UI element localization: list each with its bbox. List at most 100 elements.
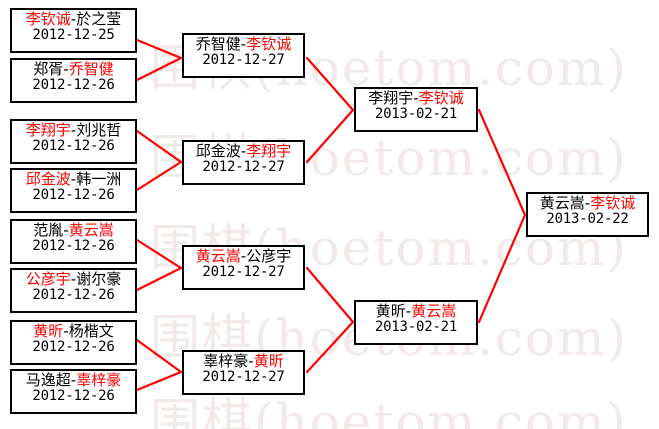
player-right: 韩一洲 [76,170,122,188]
match-box[interactable]: 乔智健-李钦诚 2012-12-27 [182,33,305,78]
player-right: 黄云嵩 [68,221,114,239]
connector-sf1-final [477,108,527,217]
player-separator: - [70,121,77,139]
match-box[interactable]: 邱金波-韩一洲 2012-12-26 [10,168,137,213]
player-right: 杨楷文 [68,322,114,340]
player-left: 辜梓豪 [203,352,249,370]
player-right: 刘兆哲 [76,121,122,139]
match-box[interactable]: 李钦诚-於之莹 2012-12-25 [10,8,137,53]
match-box[interactable]: 黄云嵩-公彦宇 2012-12-27 [182,245,305,290]
connector-r1m4-r2m2 [135,160,183,192]
player-left: 公彦宇 [25,270,71,288]
match-date: 2012-12-26 [32,76,115,93]
match-date: 2012-12-27 [202,158,285,175]
player-left: 黄昕 [375,302,406,320]
match-players: 李翔宇-李钦诚 [356,90,476,107]
match-players: 辜梓豪-黄昕 [184,353,303,370]
player-left: 乔智健 [195,35,241,53]
player-right: 乔智健 [68,60,114,78]
match-date: 2013-02-21 [374,105,458,122]
player-right: 谢尔豪 [76,270,122,288]
player-left: 李钦诚 [25,10,71,28]
player-left: 邱金波 [195,142,241,160]
player-separator: - [63,322,69,340]
connector-r1m6-r2m3 [135,266,183,292]
match-players: 郑胥-乔智健 [12,61,135,78]
player-separator: - [248,352,254,370]
match-date: 2012-12-26 [32,237,115,254]
match-box[interactable]: 郑胥-乔智健 2012-12-26 [10,58,137,103]
match-box[interactable]: 李翔宇-刘兆哲 2012-12-26 [10,119,137,164]
match-date: 2012-12-26 [32,137,115,154]
player-left: 李翔宇 [25,121,71,139]
match-box[interactable]: 马逸超-辜梓豪 2012-12-26 [10,369,137,414]
match-date: 2012-12-26 [32,387,115,404]
connector-r1m3-r2m2 [135,129,183,164]
match-players: 范胤-黄云嵩 [12,222,135,239]
match-date: 2012-12-27 [202,368,285,385]
match-players: 公彦宇-谢尔豪 [12,271,135,288]
match-players: 邱金波-韩一洲 [12,171,135,188]
player-right: 李钦诚 [246,35,292,53]
match-box[interactable]: 邱金波-李翔宇 2012-12-27 [182,140,305,185]
player-separator: - [70,270,77,288]
match-box[interactable]: 黄昕-杨楷文 2012-12-26 [10,320,137,365]
connector-r1m7-r2m4 [135,338,183,374]
connector-r2m3-sf2 [305,266,355,324]
match-box[interactable]: 公彦宇-谢尔豪 2012-12-26 [10,268,137,313]
player-separator: - [70,10,77,28]
player-left: 黄昕 [33,322,64,340]
player-left: 范胤 [33,221,64,239]
player-right: 黄昕 [253,352,284,370]
player-separator: - [70,170,77,188]
match-date: 2012-12-27 [202,51,285,68]
connector-r1m5-r2m3 [135,238,183,270]
match-players: 黄昕-黄云嵩 [356,303,476,320]
player-separator: - [584,194,591,212]
player-right: 辜梓豪 [76,371,122,389]
player-right: 李钦诚 [590,194,636,212]
player-right: 黄云嵩 [411,302,457,320]
connector-r2m4-sf2 [305,320,355,374]
match-date: 2012-12-26 [32,338,115,355]
player-right: 李翔宇 [246,142,292,160]
match-date: 2012-12-25 [32,26,115,43]
match-box[interactable]: 黄云嵩-李钦诚 2013-02-22 [526,192,649,237]
player-separator: - [240,35,247,53]
match-box[interactable]: 范胤-黄云嵩 2012-12-26 [10,219,137,264]
player-separator: - [240,247,247,265]
player-left: 马逸超 [25,371,71,389]
match-players: 李翔宇-刘兆哲 [12,122,135,139]
match-players: 黄云嵩-李钦诚 [528,195,647,212]
match-players: 黄昕-杨楷文 [12,323,135,340]
player-separator: - [63,221,69,239]
match-box[interactable]: 黄昕-黄云嵩 2013-02-21 [354,300,478,345]
match-players: 李钦诚-於之莹 [12,11,135,28]
connector-r1m2-r2m1 [135,56,183,82]
player-left: 李翔宇 [368,89,414,107]
match-box[interactable]: 辜梓豪-黄昕 2012-12-27 [182,350,305,395]
connector-r1m8-r2m4 [135,370,183,392]
match-date: 2012-12-26 [32,186,115,203]
connector-r2m2-sf1 [305,108,355,164]
player-separator: - [413,89,419,107]
player-separator: - [70,371,77,389]
match-players: 邱金波-李翔宇 [184,143,303,160]
match-box[interactable]: 李翔宇-李钦诚 2013-02-21 [354,87,478,132]
player-separator: - [405,302,412,320]
match-date: 2013-02-22 [546,210,629,227]
match-players: 马逸超-辜梓豪 [12,372,135,389]
player-left: 黄云嵩 [195,247,241,265]
player-left: 邱金波 [25,170,71,188]
match-date: 2012-12-26 [32,286,115,303]
player-right: 李钦诚 [418,89,464,107]
connector-sf2-final [477,213,527,324]
player-separator: - [63,60,69,78]
match-players: 乔智健-李钦诚 [184,36,303,53]
player-left: 黄云嵩 [539,194,585,212]
match-date: 2012-12-27 [202,263,285,280]
player-right: 公彦宇 [246,247,292,265]
match-date: 2013-02-21 [374,318,458,335]
